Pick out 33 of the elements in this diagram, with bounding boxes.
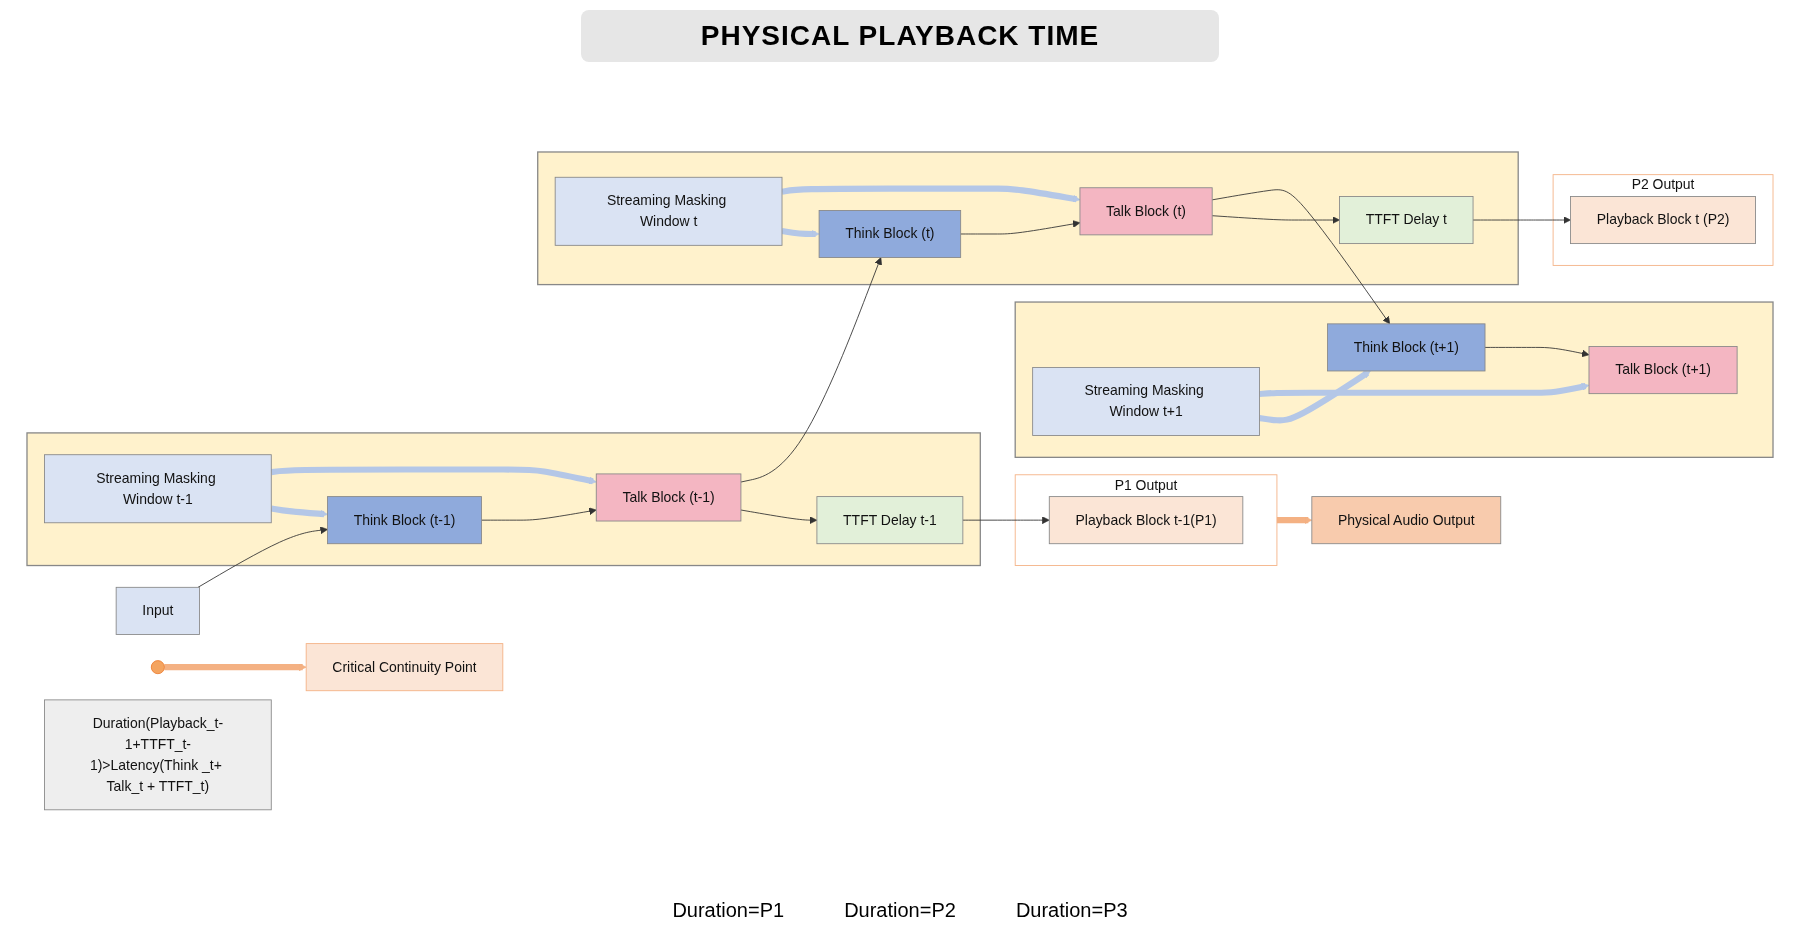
node-box: Talk Block (t+1) (1588, 345, 1738, 394)
node-box: Talk Block (t) (1079, 186, 1213, 235)
node-box: Playback Block t (P2) (1570, 195, 1756, 244)
arrow (1276, 515, 1313, 524)
arrow (1259, 369, 1371, 424)
duration-label: Duration=P1 (672, 899, 785, 922)
node-box: Duration(Playback_t-1+TTFT_t-1)>Latency(Think _t+ Talk_t + TTFT_t) (44, 699, 272, 810)
title-banner: PHYSICAL PLAYBACK TIME (580, 10, 1220, 62)
node-box: Talk Block (t-1) (595, 473, 742, 522)
cluster (26, 431, 981, 566)
node-circle (150, 659, 165, 674)
node-box: Physical Audio Output (1311, 495, 1502, 544)
node-box: Playback Block t-1(P1) (1048, 495, 1244, 544)
node-box: Input (115, 586, 200, 635)
node-box: Streaming Masking Window t-1 (44, 453, 272, 523)
node-box: Critical Continuity Point (305, 642, 504, 691)
node-box: TTFT Delay t (1339, 195, 1474, 244)
node-box: Think Block (t+1) (1327, 323, 1486, 371)
node-box: Streaming Masking Window t+1 (1032, 366, 1260, 436)
arrow (1259, 382, 1590, 397)
node-box: TTFT Delay t-1 (816, 495, 964, 544)
arrow (270, 466, 597, 484)
cluster (1014, 301, 1774, 458)
node-box: Think Block (t) (818, 209, 962, 258)
arrow (781, 227, 820, 238)
cluster (537, 150, 1519, 285)
arrow (164, 662, 307, 671)
arrow (270, 505, 328, 518)
node-box: Think Block (t-1) (327, 495, 482, 544)
duration-label: Duration=P3 (1015, 899, 1128, 922)
node-box: Streaming Masking Window t (554, 176, 783, 246)
arrow (781, 185, 1081, 203)
duration-label: Duration=P2 (844, 899, 956, 922)
